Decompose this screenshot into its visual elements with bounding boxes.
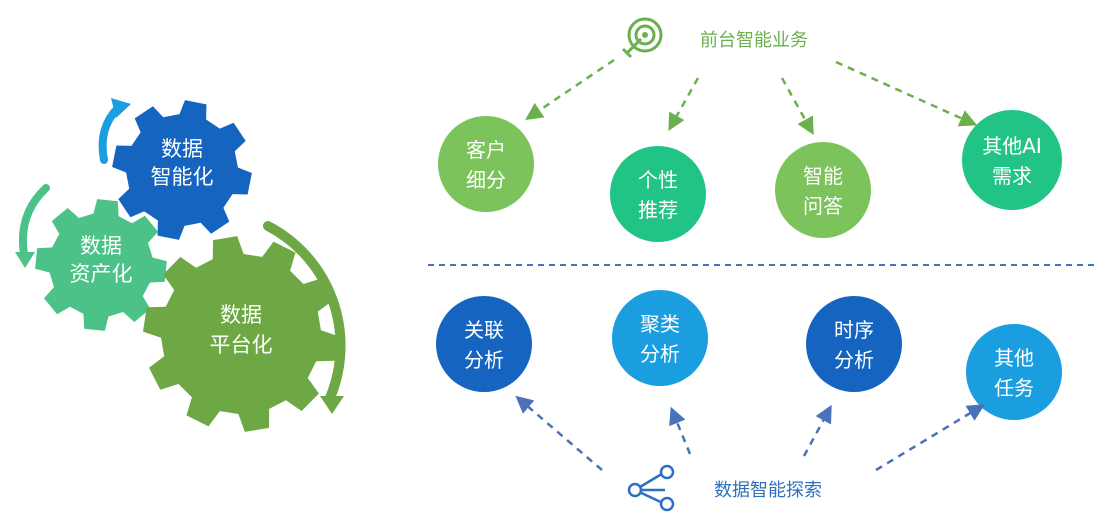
top-arrow-3 — [780, 77, 814, 136]
gear-asset-shape — [35, 199, 167, 331]
bottom-node-2-circle — [612, 290, 708, 386]
top-node-2-line2: 推荐 — [638, 198, 678, 222]
gear-plat-shape — [143, 236, 339, 432]
bottom-arrow-3 — [802, 404, 832, 457]
bottom-arrows — [515, 395, 985, 472]
bottom-node-3-circle — [806, 296, 902, 392]
top-node-3-line2: 问答 — [803, 194, 843, 218]
top-arrow-2 — [668, 77, 700, 132]
bottom-arrow-1 — [515, 395, 603, 471]
bottom-node-4-circle — [966, 324, 1062, 420]
top-node-3-line1: 智能 — [803, 164, 843, 188]
gear-data-platform — [143, 236, 339, 432]
cycle-arrow-left — [19, 184, 50, 258]
gear-intel-shape — [112, 100, 252, 240]
bottom-arrow-4 — [875, 404, 985, 472]
top-node-2-circle — [610, 146, 706, 242]
share-network-icon — [627, 464, 675, 512]
top-arrow-4 — [835, 60, 978, 127]
top-arrow-1 — [525, 58, 615, 120]
top-node-4-line2: 需求 — [992, 164, 1032, 188]
gear-data-intelligent — [112, 100, 252, 240]
gear-asset-line2: 资产化 — [70, 262, 133, 286]
cycle-arrow-left-head — [15, 252, 35, 268]
cycle-arrow-top-head — [111, 98, 131, 118]
top-node-1-circle — [438, 116, 534, 212]
cycle-arrow-right-head — [320, 396, 344, 414]
top-node-4-line1: 其他AI — [982, 134, 1042, 158]
target-arrow-icon — [621, 17, 663, 59]
bottom-node-4-line2: 任务 — [994, 376, 1034, 400]
top-section-title: 前台智能业务 — [700, 30, 808, 51]
top-node-1-line2: 细分 — [466, 168, 506, 192]
top-node-3-circle — [775, 142, 871, 238]
bottom-node-1-circle — [436, 296, 532, 392]
bottom-node-1-line2: 分析 — [464, 348, 504, 372]
gear-asset-line1: 数据 — [80, 234, 122, 258]
top-node-1-line1: 客户 — [466, 138, 506, 162]
gear-intelligent-line1: 数据 — [161, 137, 203, 161]
top-node-4-circle — [962, 110, 1062, 210]
bottom-arrow-2 — [669, 406, 692, 455]
bottom-node-3-line1: 时序 — [834, 318, 874, 342]
top-arrows — [525, 58, 978, 136]
gear-intelligent-line2: 智能化 — [151, 165, 214, 189]
bottom-node-2-line2: 分析 — [640, 342, 680, 366]
top-node-2-line1: 个性 — [638, 168, 678, 192]
gear-platform-line1: 数据 — [220, 303, 262, 327]
bottom-node-4-line1: 其他 — [994, 346, 1034, 370]
bottom-node-2-line1: 聚类 — [640, 312, 680, 336]
bottom-node-1-line1: 关联 — [464, 318, 504, 342]
bottom-section-title: 数据智能探索 — [714, 480, 822, 501]
gear-platform-line2: 平台化 — [210, 333, 273, 357]
gear-data-asset — [35, 199, 167, 331]
bottom-node-3-line2: 分析 — [834, 348, 874, 372]
